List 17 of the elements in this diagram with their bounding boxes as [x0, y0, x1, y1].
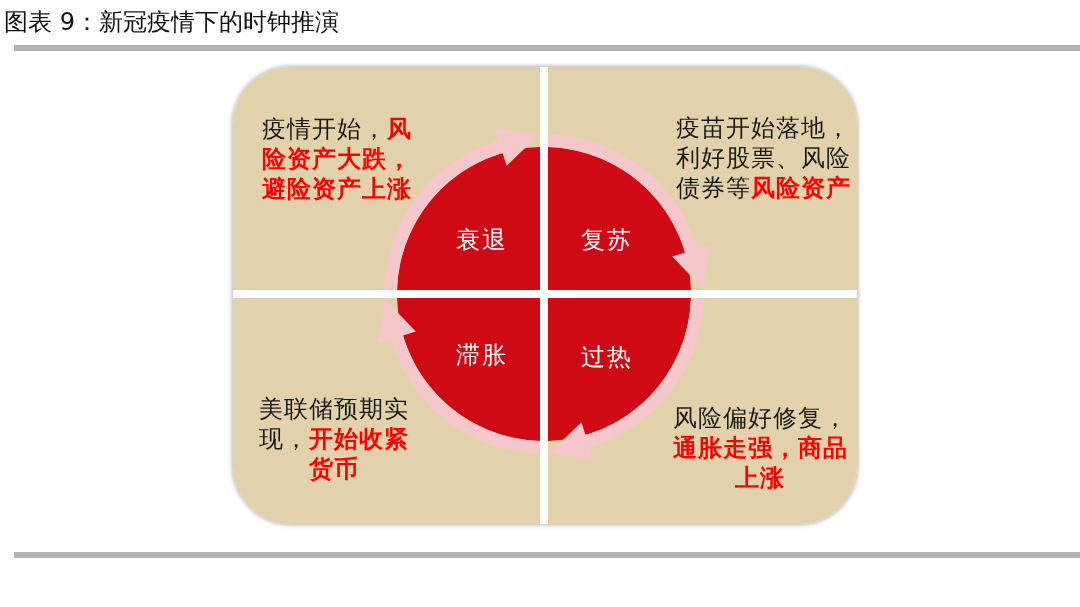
curved-arrow [549, 296, 704, 461]
description-text: 美联储预期实现，开始收紧货币 [258, 394, 410, 484]
figure-title: 图表 9：新冠疫情下的时钟推演 [4, 7, 339, 37]
curved-arrow [377, 299, 542, 454]
quadrant-panel [233, 67, 540, 290]
description-text: 疫苗开始落地，利好股票、风险债券等风险资产 [675, 113, 851, 203]
curved-arrow [384, 127, 539, 292]
description-text: 风险偏好修复，通胀走强，商品上涨 [672, 403, 848, 493]
phase-label: 复苏 [581, 225, 633, 255]
phase-label: 过热 [581, 342, 633, 372]
curved-arrow [546, 134, 711, 289]
phase-label: 滞胀 [456, 340, 508, 370]
quadrant-panel [548, 298, 857, 524]
description-text: 疫情开始，风险资产大跌，避险资产上涨 [262, 114, 413, 204]
phase-label: 衰退 [456, 225, 508, 255]
quadrant-panel [548, 67, 857, 290]
quadrant-panel [233, 298, 540, 524]
